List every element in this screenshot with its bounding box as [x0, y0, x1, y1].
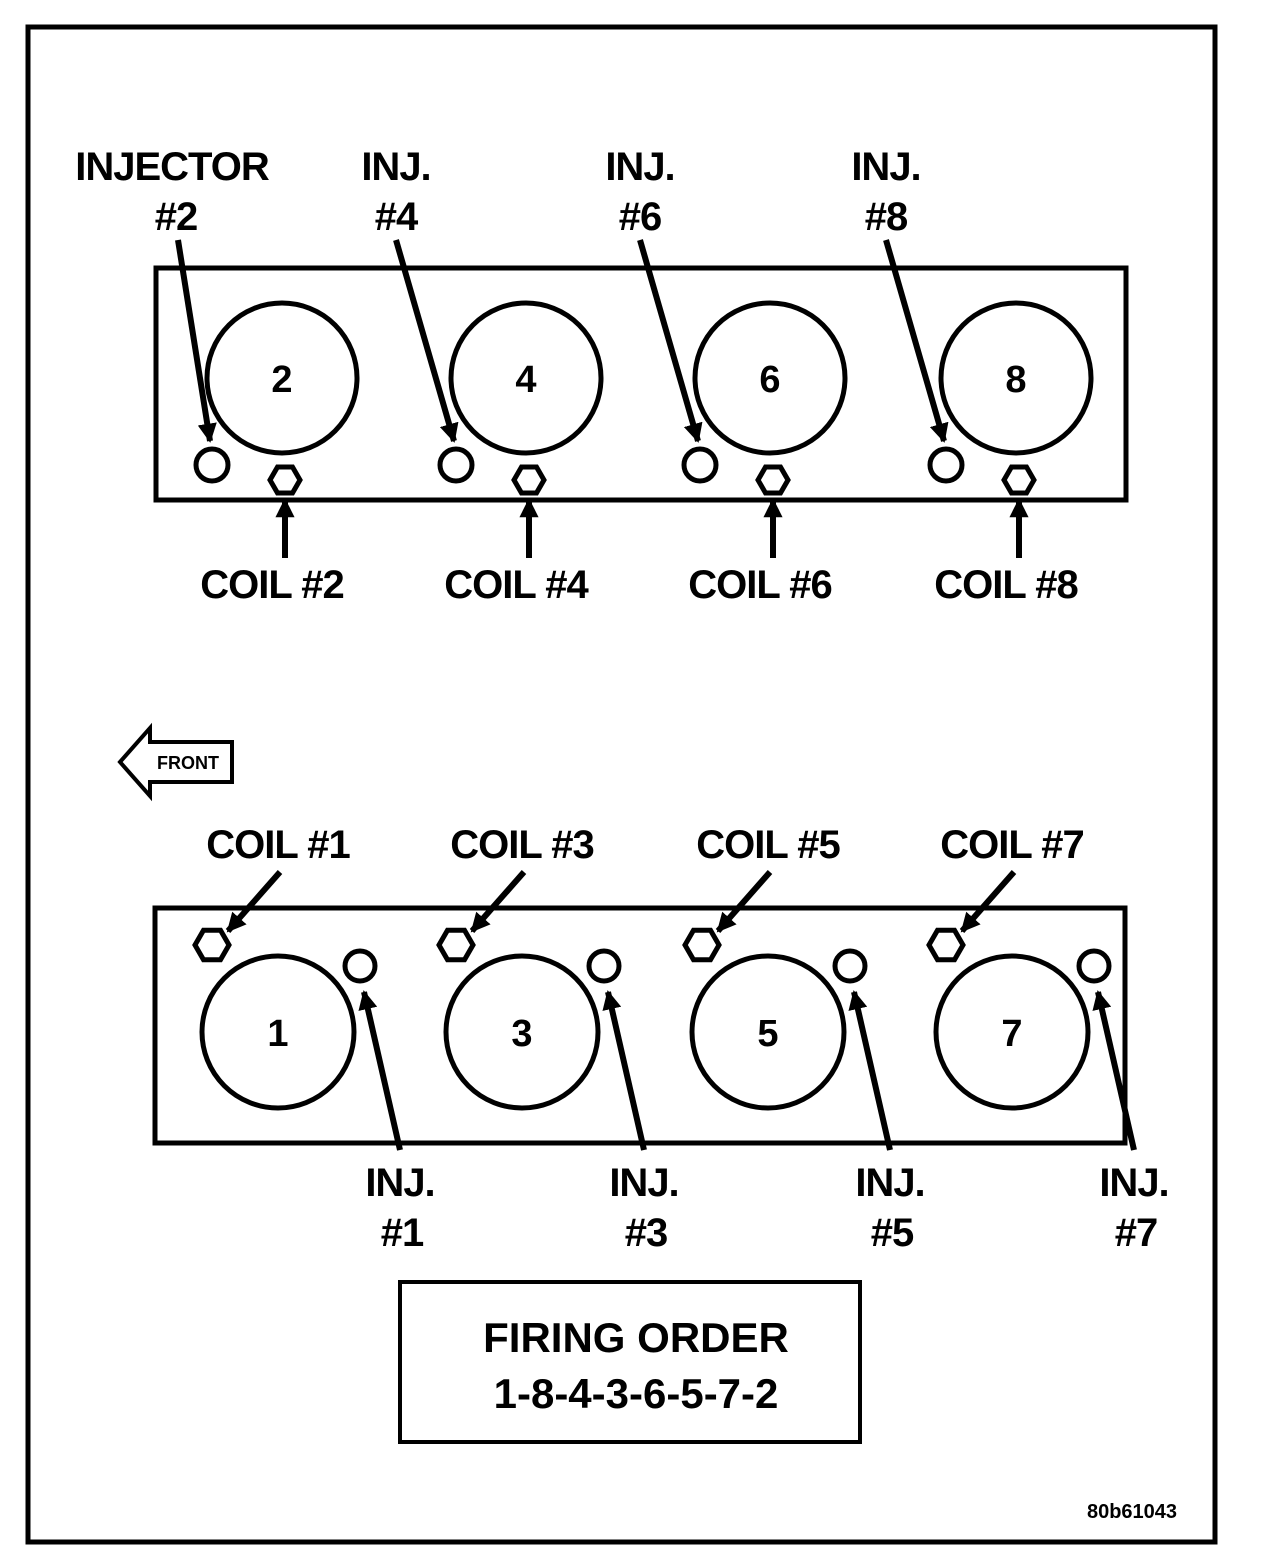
injector-arrow: [637, 239, 703, 443]
figure-code: 80b61043: [1087, 1501, 1177, 1523]
cylinder-bore: [938, 300, 1094, 456]
coil-label: COIL #8: [934, 563, 1078, 607]
injector-label-line2: #3: [625, 1211, 668, 1255]
cylinder-number: 2: [271, 359, 292, 401]
injector-port: [193, 446, 231, 484]
injector-port: [342, 948, 378, 984]
cylinder-bore: [692, 300, 848, 456]
injector-arrow: [358, 990, 403, 1151]
injector-arrow: [602, 990, 647, 1151]
coil-arrow: [225, 870, 283, 933]
injector-arrow: [175, 239, 217, 443]
injector-label-line1: INJ.: [851, 145, 920, 189]
injector-label-line2: #7: [1115, 1211, 1158, 1255]
outer-frame: [25, 24, 1218, 1545]
injector-label-line2: #1: [381, 1211, 424, 1255]
injector-arrow: [883, 239, 949, 443]
lower-bank: 1 COIL #1 INJ. #1 3 COIL #3 INJ. #3 5 COIL #5 INJ.…: [152, 823, 1170, 1255]
lower-cylinder-7: 7 COIL #7 INJ. #7: [926, 823, 1170, 1255]
lower-bank-block: [152, 905, 1128, 1146]
coil-port: [511, 464, 547, 496]
coil-label: COIL #1: [206, 823, 350, 867]
cylinder-bore: [689, 953, 847, 1111]
injector-port: [927, 446, 965, 484]
injector-label-line2: #2: [155, 195, 198, 239]
injector-arrow: [848, 990, 893, 1151]
cylinder-bore: [933, 953, 1091, 1111]
coil-label: COIL #4: [444, 563, 589, 607]
injector-label-line2: #4: [375, 195, 419, 239]
injector-port: [832, 948, 868, 984]
firing-order-sequence: 1-8-4-3-6-5-7-2: [494, 1370, 779, 1417]
injector-label-line2: #5: [871, 1211, 914, 1255]
injector-label-line1: INJ.: [361, 145, 430, 189]
coil-label: COIL #5: [696, 823, 840, 867]
front-arrow-shape: [117, 722, 234, 802]
injector-label-line2: #6: [619, 195, 662, 239]
injector-arrow: [393, 239, 459, 443]
coil-port: [436, 927, 476, 963]
coil-label: COIL #2: [200, 563, 343, 607]
cylinder-number: 5: [757, 1013, 778, 1055]
lower-cylinder-3: 3 COIL #3 INJ. #3: [436, 823, 680, 1255]
upper-bank-block: [153, 265, 1129, 503]
coil-port: [682, 927, 722, 963]
cylinder-bore: [199, 953, 357, 1111]
injector-label-line1: INJ.: [1099, 1161, 1168, 1205]
injector-label-line1: INJ.: [855, 1161, 924, 1205]
injector-label-line1: INJ.: [365, 1161, 434, 1205]
firing-order-frame: [398, 1280, 862, 1444]
lower-cylinder-1: 1 COIL #1 INJ. #1: [192, 823, 436, 1255]
coil-port: [926, 927, 966, 963]
cylinder-bore: [204, 300, 360, 456]
front-arrow: FRONT: [117, 722, 234, 802]
injector-label-line1: INJ.: [609, 1161, 678, 1205]
firing-order-box: FIRING ORDER 1-8-4-3-6-5-7-2: [398, 1280, 862, 1444]
injector-label-line1: INJ.: [605, 145, 674, 189]
coil-label: COIL #3: [450, 823, 593, 867]
coil-port: [267, 464, 303, 496]
lower-cylinder-5: 5 COIL #5 INJ. #5: [682, 823, 926, 1255]
coil-port: [192, 927, 232, 963]
cylinder-number: 4: [515, 359, 536, 401]
cylinder-bore: [443, 953, 601, 1111]
coil-label: COIL #7: [940, 823, 1083, 867]
coil-port: [1001, 464, 1037, 496]
coil-arrow: [469, 870, 527, 933]
cylinder-bore: [448, 300, 604, 456]
coil-port: [755, 464, 791, 496]
cylinder-number: 1: [267, 1013, 288, 1055]
injector-port: [437, 446, 475, 484]
injector-port: [586, 948, 622, 984]
coil-arrow: [715, 870, 773, 933]
cylinder-number: 7: [1001, 1013, 1022, 1055]
cylinder-number: 6: [759, 359, 780, 401]
injector-port: [681, 446, 719, 484]
coil-label: COIL #6: [688, 563, 831, 607]
coil-arrow: [959, 870, 1017, 933]
cylinder-number: 3: [511, 1013, 532, 1055]
injector-label-line2: #8: [865, 195, 908, 239]
injector-label-line1: INJECTOR: [75, 145, 270, 189]
injector-port: [1076, 948, 1112, 984]
cylinder-number: 8: [1005, 359, 1026, 401]
injector-arrow: [1092, 990, 1137, 1151]
front-label: FRONT: [157, 753, 219, 773]
firing-order-title: FIRING ORDER: [483, 1314, 789, 1361]
